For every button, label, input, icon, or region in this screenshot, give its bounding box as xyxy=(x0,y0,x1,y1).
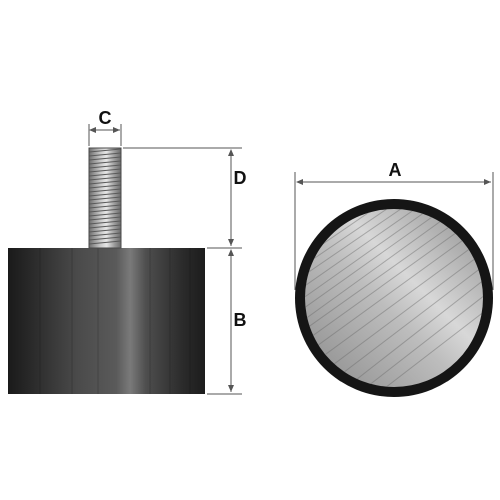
dimension-d xyxy=(123,147,242,249)
stud-threads xyxy=(88,148,122,245)
stud-outline xyxy=(88,147,122,249)
label-a: A xyxy=(389,160,402,180)
label-b: B xyxy=(234,310,247,330)
rubber-body-texture xyxy=(39,248,191,394)
dimension-c xyxy=(88,124,122,146)
dimension-a xyxy=(294,172,494,290)
label-d: D xyxy=(234,168,247,188)
label-c: C xyxy=(99,108,112,128)
rubber-body-side xyxy=(8,248,205,394)
dimension-b xyxy=(207,249,242,395)
metal-plate-top xyxy=(305,209,483,387)
